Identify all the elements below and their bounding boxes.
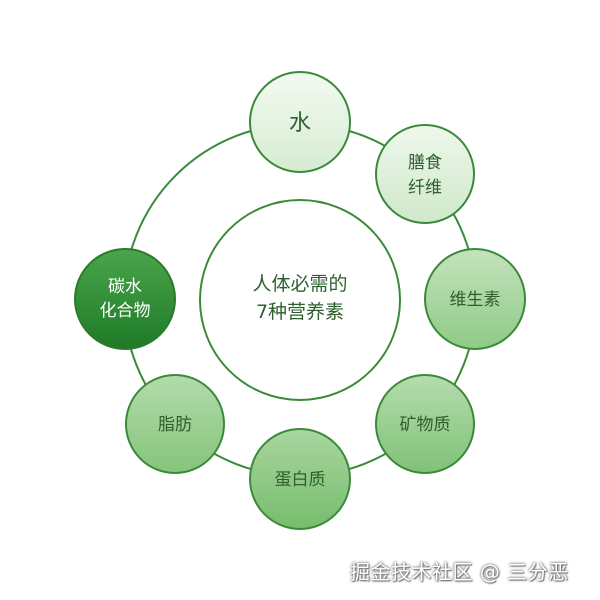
- node-minerals-label: 矿物质: [400, 415, 451, 435]
- center-node: 人体必需的 7种营养素: [199, 199, 401, 401]
- node-carbohydrates: 碳水 化合物: [74, 248, 176, 350]
- node-protein: 蛋白质: [249, 428, 351, 530]
- node-dietary-fiber: 膳食 纤维: [375, 124, 475, 224]
- node-water-label: 水: [289, 111, 311, 136]
- node-carbohydrates-label-line-1: 碳水: [108, 277, 142, 297]
- node-dietary-fiber-circle: [375, 124, 475, 224]
- node-fat-label: 脂肪: [158, 415, 192, 435]
- node-water-circle: [249, 71, 351, 173]
- node-dietary-fiber-label-line-1: 膳食: [408, 153, 442, 173]
- node-minerals: 矿物质: [375, 374, 475, 474]
- node-vitamins: 维生素: [424, 248, 526, 350]
- node-minerals-circle: [375, 374, 475, 474]
- node-protein-circle: [249, 428, 351, 530]
- node-protein-label: 蛋白质: [275, 470, 326, 490]
- center-title-line-2: 7种营养素: [256, 301, 344, 323]
- node-carbohydrates-circle: [74, 248, 176, 350]
- node-water: 水: [249, 71, 351, 173]
- node-vitamins-label: 维生素: [450, 290, 501, 310]
- center-title-line-1: 人体必需的: [252, 273, 347, 295]
- node-carbohydrates-label-line-2: 化合物: [100, 301, 151, 321]
- watermark-text: 掘金技术社区 @ 三分恶: [350, 560, 569, 584]
- node-fat: 脂肪: [125, 374, 225, 474]
- center-circle: [199, 199, 401, 401]
- node-vitamins-circle: [424, 248, 526, 350]
- node-dietary-fiber-label-line-2: 纤维: [408, 178, 442, 198]
- node-fat-circle: [125, 374, 225, 474]
